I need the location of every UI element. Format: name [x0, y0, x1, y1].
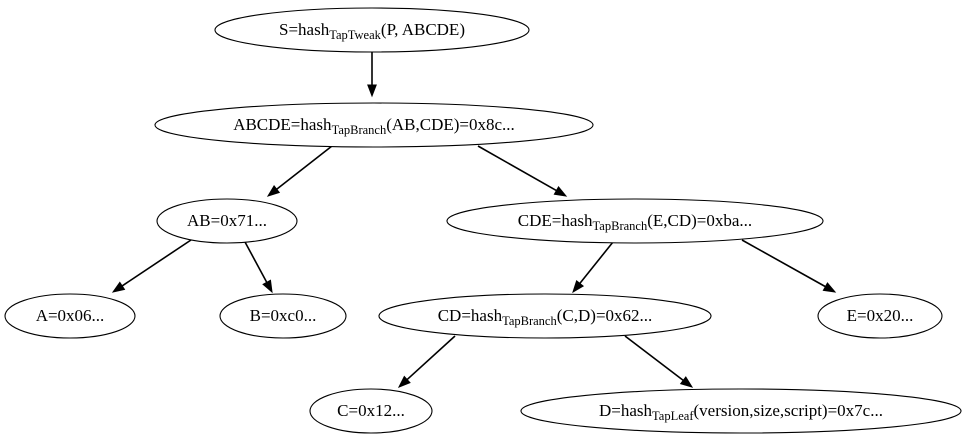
- node-label-subscript: TapBranch: [332, 123, 387, 137]
- edge-line: [579, 241, 614, 284]
- nodes-layer: S=hashTapTweak(P, ABCDE) ABCDE=hashTapBra…: [4, 7, 962, 434]
- edge-s-to-abcde: [367, 52, 377, 98]
- node-a[interactable]: A=0x06...: [4, 293, 136, 339]
- node-s[interactable]: S=hashTapTweak(P, ABCDE): [214, 7, 530, 53]
- node-ellipse: [219, 293, 347, 339]
- node-ab[interactable]: AB=0x71...: [156, 198, 298, 244]
- node-label-subscript: TapTweak: [329, 28, 381, 42]
- node-c[interactable]: C=0x12...: [309, 388, 433, 434]
- node-ellipse: [520, 388, 962, 434]
- edge-line: [121, 239, 192, 287]
- node-label: AB=0x71...: [187, 211, 267, 230]
- arrowhead-icon: [266, 185, 281, 197]
- node-ellipse: [154, 102, 594, 148]
- edge-cd-to-c: [397, 335, 456, 388]
- arrowhead-icon: [679, 376, 694, 388]
- node-cde[interactable]: CDE=hashTapBranch(E,CD)=0xba...: [446, 198, 824, 244]
- arrowhead-icon: [397, 375, 411, 388]
- arrowhead-icon: [111, 281, 126, 293]
- node-ellipse: [446, 198, 824, 244]
- node-label: S=hashTapTweak(P, ABCDE): [279, 20, 465, 42]
- arrowhead-icon: [367, 84, 377, 98]
- edge-line: [276, 145, 333, 190]
- node-ellipse: [214, 7, 530, 53]
- node-ellipse: [156, 198, 298, 244]
- edge-abcde-to-ab: [266, 145, 333, 197]
- node-label: CDE=hashTapBranch(E,CD)=0xba...: [518, 211, 752, 233]
- node-label: C=0x12...: [337, 401, 405, 420]
- edge-ab-to-b: [244, 241, 273, 294]
- node-e[interactable]: E=0x20...: [817, 293, 943, 339]
- node-label: ABCDE=hashTapBranch(AB,CDE)=0x8c...: [233, 115, 515, 137]
- arrowhead-icon: [572, 279, 585, 294]
- node-ellipse: [378, 293, 712, 339]
- node-label: CD=hashTapBranch(C,D)=0x62...: [438, 306, 653, 328]
- node-abcde[interactable]: ABCDE=hashTapBranch(AB,CDE)=0x8c...: [154, 102, 594, 148]
- node-label: D=hashTapLeaf(version,size,script)=0x7c.…: [599, 401, 883, 423]
- edges-layer: [111, 52, 837, 388]
- node-ellipse: [817, 293, 943, 339]
- arrowhead-icon: [822, 282, 837, 293]
- node-label: B=0xc0...: [250, 306, 317, 325]
- edge-line: [244, 241, 268, 283]
- node-label: E=0x20...: [847, 306, 914, 325]
- node-label-subscript: TapLeaf: [652, 409, 694, 423]
- arrowhead-icon: [553, 186, 568, 197]
- node-label-subscript: TapBranch: [593, 219, 648, 233]
- node-d[interactable]: D=hashTapLeaf(version,size,script)=0x7c.…: [520, 388, 962, 434]
- node-label-subscript: TapBranch: [502, 314, 557, 328]
- node-label: A=0x06...: [36, 306, 105, 325]
- node-ellipse: [4, 293, 136, 339]
- edge-line: [624, 335, 684, 381]
- edge-line: [477, 145, 557, 192]
- edge-abcde-to-cde: [477, 145, 568, 197]
- edge-line: [741, 239, 826, 288]
- arrowhead-icon: [262, 279, 273, 294]
- edge-ab-to-a: [111, 239, 192, 293]
- edge-cde-to-cd: [572, 241, 614, 294]
- node-cd[interactable]: CD=hashTapBranch(C,D)=0x62...: [378, 293, 712, 339]
- edge-cde-to-e: [741, 239, 837, 293]
- node-b[interactable]: B=0xc0...: [219, 293, 347, 339]
- edge-line: [406, 335, 456, 381]
- node-ellipse: [309, 388, 433, 434]
- edge-cd-to-d: [624, 335, 694, 388]
